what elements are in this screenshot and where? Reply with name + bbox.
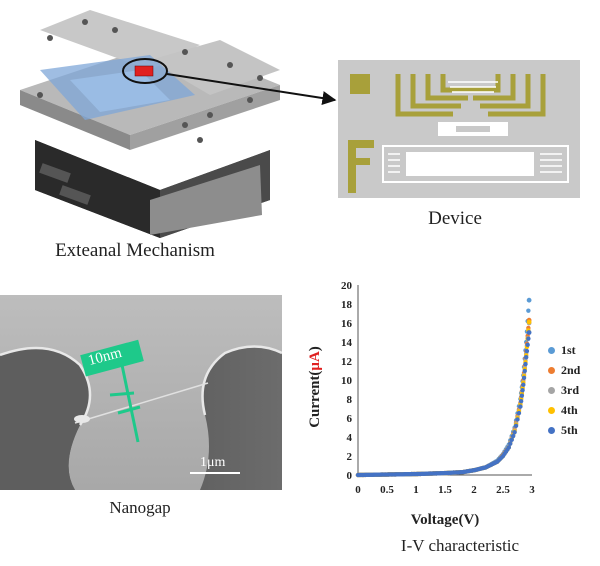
iv-legend-marker bbox=[548, 346, 555, 354]
iv-ytick-label: 14 bbox=[341, 337, 353, 349]
iv-legend-marker bbox=[548, 406, 555, 414]
iv-data-point bbox=[510, 433, 516, 439]
iv-data-point bbox=[520, 388, 525, 393]
iv-data-point bbox=[521, 375, 527, 381]
iv-legend-item: 1st bbox=[548, 340, 600, 360]
iv-data-point bbox=[524, 348, 530, 354]
iv-xtick-label: 0 bbox=[355, 484, 361, 496]
callout-arrow bbox=[166, 73, 337, 105]
iv-data-point bbox=[526, 319, 532, 325]
iv-xtick-label: 1.5 bbox=[438, 484, 452, 496]
iv-data-point bbox=[509, 437, 514, 443]
iv-legend-marker bbox=[548, 366, 555, 374]
iv-ytick-label: 10 bbox=[341, 375, 353, 387]
iv-legend-label: 3rd bbox=[561, 382, 579, 397]
iv-data-point bbox=[518, 404, 523, 409]
iv-data-point bbox=[521, 382, 526, 387]
iv-data-point bbox=[512, 430, 517, 435]
iv-xtick-label: 1 bbox=[413, 484, 419, 496]
iv-legend-label: 4th bbox=[561, 402, 578, 417]
iv-data-point bbox=[515, 417, 520, 422]
iv-ytick-label: 2 bbox=[347, 451, 353, 463]
iv-data-point bbox=[526, 336, 531, 341]
mechanism-illustration bbox=[20, 10, 280, 238]
iv-data-point bbox=[506, 445, 511, 450]
iv-ytick-label: 12 bbox=[341, 356, 353, 368]
device-layout-image bbox=[338, 60, 580, 198]
iv-ytick-label: 4 bbox=[347, 432, 353, 444]
iv-data-point bbox=[522, 368, 527, 374]
iv-data-point bbox=[525, 342, 530, 348]
iv-data-point bbox=[526, 308, 531, 313]
iv-data-point bbox=[518, 398, 524, 404]
iv-xtick-label: 3 bbox=[529, 484, 535, 496]
iv-xtick-label: 2 bbox=[471, 484, 477, 496]
iv-legend-item: 3rd bbox=[548, 380, 600, 400]
iv-data-point bbox=[508, 441, 513, 446]
iv-legend-marker bbox=[548, 386, 555, 394]
iv-ylabel: Current(μA) bbox=[307, 346, 323, 428]
iv-legend-item: 4th bbox=[548, 400, 600, 420]
iv-xlabel: Voltage(V) bbox=[411, 512, 480, 528]
iv-data-point bbox=[524, 355, 529, 360]
iv-ytick-label: 16 bbox=[341, 318, 353, 330]
iv-ytick-label: 0 bbox=[347, 470, 353, 482]
iv-data-point bbox=[523, 361, 528, 367]
mechanism-caption: Exteanal Mechanism bbox=[55, 240, 215, 261]
iv-legend-label: 1st bbox=[561, 342, 576, 357]
iv-ytick-label: 6 bbox=[347, 413, 353, 425]
iv-xtick-label: 0.5 bbox=[380, 484, 394, 496]
iv-legend-marker bbox=[548, 426, 555, 434]
iv-legend-label: 2nd bbox=[561, 362, 581, 377]
iv-data-point bbox=[516, 410, 522, 416]
iv-data-point bbox=[513, 423, 519, 429]
iv-caption: I-V characteristic bbox=[400, 536, 520, 555]
iv-legend-label: 5th bbox=[561, 422, 578, 437]
nanogap-caption: Nanogap bbox=[109, 498, 171, 517]
iv-data-point bbox=[526, 330, 532, 335]
iv-xtick-label: 2.5 bbox=[496, 484, 510, 496]
iv-legend-item: 2nd bbox=[548, 360, 600, 380]
iv-data-point bbox=[526, 297, 532, 303]
iv-legend: 1st 2nd 3rd 4th 5th bbox=[548, 340, 600, 440]
iv-legend-item: 5th bbox=[548, 420, 600, 440]
iv-ytick-label: 18 bbox=[341, 299, 353, 311]
nanogap-scale-label: 1μm bbox=[200, 455, 226, 470]
iv-ytick-label: 8 bbox=[347, 394, 353, 406]
nanogap-sem-image bbox=[0, 295, 282, 490]
device-caption: Device bbox=[428, 208, 482, 229]
iv-chart: Current(μA) Voltage(V) 02468101214161820… bbox=[307, 280, 535, 528]
iv-ytick-label: 20 bbox=[341, 280, 353, 292]
iv-data-point bbox=[519, 393, 525, 398]
iv-series-5th bbox=[355, 330, 532, 478]
